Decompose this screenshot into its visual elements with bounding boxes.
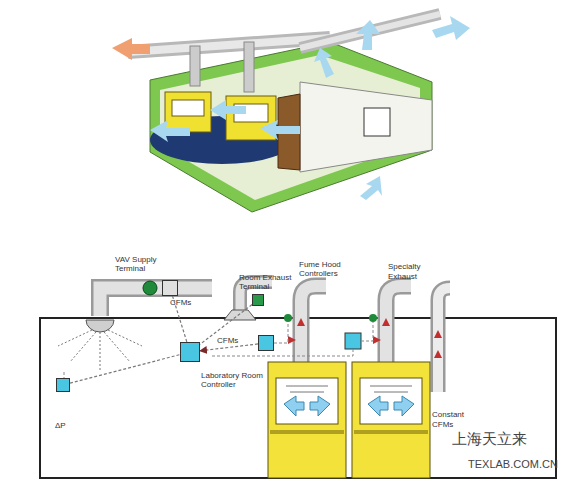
hood-exhaust	[301, 286, 326, 362]
exhaust-grille	[224, 310, 256, 320]
hood-valve	[369, 314, 377, 322]
node-label: Fume Hood Controllers	[299, 260, 349, 278]
watermark: TEXLAB.COM.CN	[468, 458, 564, 471]
hood-sash	[276, 378, 338, 424]
air-arrow	[210, 100, 246, 120]
signal-line	[173, 296, 187, 342]
flow-arrows	[288, 318, 442, 358]
hood-base	[354, 430, 428, 434]
specialty-exhaust	[438, 288, 450, 392]
watermark: 上海天立来	[452, 430, 562, 447]
signal-line	[70, 355, 180, 384]
sash-hatch	[286, 386, 412, 392]
controller-box	[345, 333, 361, 349]
air-arrow	[360, 176, 382, 200]
pressure-sensor: ΔP	[56, 378, 70, 392]
wall-sign	[364, 108, 390, 136]
room-exhaust-terminal: Room Exhaust Terminal	[252, 294, 264, 306]
vav-supply-terminal: VAV Supply Terminal	[162, 280, 178, 296]
damper	[143, 281, 157, 295]
node-label: VAV Supply Terminal	[115, 255, 171, 273]
node-label: Room Exhaust Terminal	[239, 273, 295, 291]
fume-hood	[268, 362, 346, 478]
room-walls	[150, 42, 432, 212]
diffuser	[86, 320, 114, 332]
hood-exhaust	[301, 286, 326, 362]
hood-duct	[244, 42, 254, 92]
hood-base	[270, 430, 344, 434]
side-wall	[300, 82, 432, 172]
hood-sash	[172, 100, 204, 116]
hood-exhaust	[386, 286, 411, 362]
air-arrow	[260, 120, 300, 140]
hood-airflow	[284, 396, 414, 416]
hood-valve	[284, 314, 292, 322]
room-controller: Laboratory Room Controller	[180, 342, 200, 362]
edge-label: CFMs	[217, 336, 238, 345]
exhaust-arrow	[112, 38, 150, 60]
air-arrow	[356, 20, 380, 50]
node-label: ΔP	[55, 421, 85, 430]
fume-hood	[165, 92, 211, 132]
fume-hood	[352, 362, 430, 478]
node-label: Laboratory Room Controller	[201, 371, 271, 389]
hood-sash	[360, 378, 422, 424]
supply-arrow	[432, 16, 470, 40]
air-arrow	[150, 120, 190, 142]
supply-air	[58, 330, 142, 372]
hood-exhaust	[386, 286, 411, 362]
part-name: Specialty Exhaust	[388, 262, 448, 282]
part-name: Constant CFMs	[432, 410, 482, 430]
air-arrow	[314, 48, 334, 78]
specialty-exhaust	[438, 288, 450, 392]
fume-hood-controller: Fume Hood Controllers	[258, 335, 274, 351]
hood-duct	[190, 46, 200, 86]
